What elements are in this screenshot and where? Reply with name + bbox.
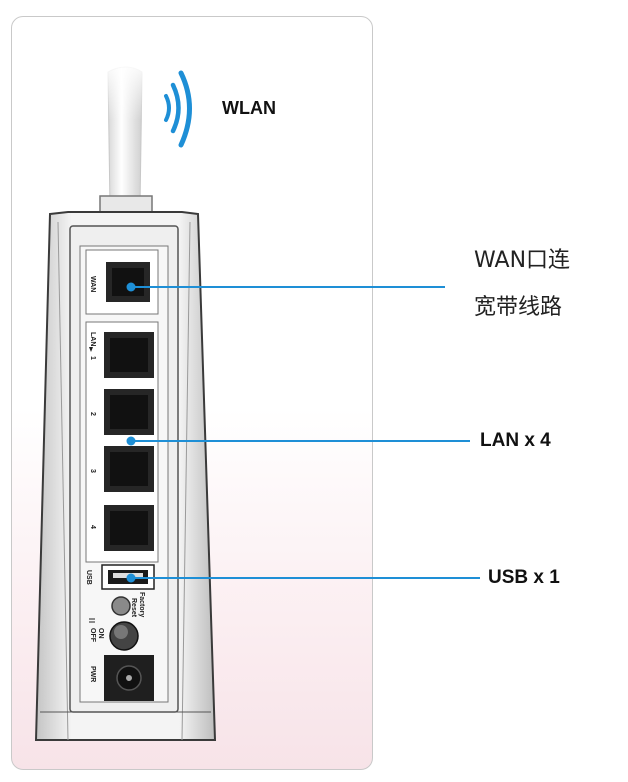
lan-port-number-4: 4 bbox=[89, 525, 96, 529]
pwr-label: PWR bbox=[89, 666, 96, 682]
lan-port-2 bbox=[104, 389, 154, 435]
factory-label: Factory bbox=[138, 592, 145, 617]
lan-count-label: LAN x 4 bbox=[480, 430, 551, 451]
power-switch bbox=[109, 621, 139, 651]
wifi-waves-icon bbox=[164, 70, 192, 148]
lan-port-4 bbox=[104, 505, 154, 551]
lan-port-label: LAN bbox=[89, 332, 96, 346]
lan-port-1 bbox=[104, 332, 154, 378]
lan-ports bbox=[85, 321, 159, 563]
callout-lines bbox=[126, 282, 480, 583]
wan-port-label: WAN bbox=[89, 276, 96, 292]
switch-symbol-icon bbox=[89, 618, 95, 623]
lan-port-number-2: 2 bbox=[89, 412, 96, 416]
lan-port-number-3: 3 bbox=[89, 469, 96, 473]
wlan-label: WLAN bbox=[222, 98, 276, 118]
antenna bbox=[98, 60, 154, 225]
power-jack bbox=[104, 655, 154, 701]
lan-port-3 bbox=[104, 446, 154, 492]
wan-label-line1: WAN口连 bbox=[474, 248, 571, 273]
wan-label-line2: 宽带线路 bbox=[474, 295, 563, 320]
usb-count-label: USB x 1 bbox=[488, 567, 560, 588]
wan-port bbox=[85, 249, 159, 315]
off-label: OFF bbox=[89, 628, 96, 643]
lan-arrow-icon bbox=[89, 347, 93, 352]
factory-reset-button bbox=[111, 596, 131, 616]
on-label: ON bbox=[97, 628, 104, 639]
lan-port-number-1: 1 bbox=[89, 356, 96, 360]
usb-port-label: USB bbox=[85, 570, 92, 585]
reset-label: Reset bbox=[130, 598, 137, 618]
